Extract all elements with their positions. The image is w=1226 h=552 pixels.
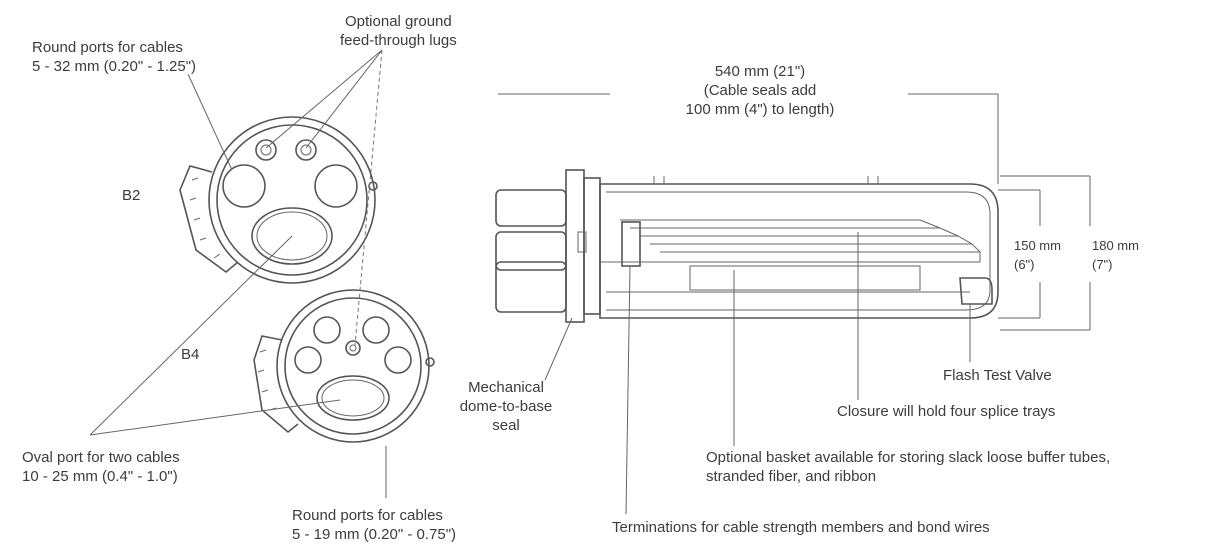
round-ports-b2-title: Round ports for cables xyxy=(32,39,183,56)
label-length: 540 mm (21") (Cable seals add 100 mm (4"… xyxy=(645,62,875,119)
b4-side-valve xyxy=(425,357,435,367)
b2-round-port-left xyxy=(222,164,266,208)
b4-port-1 xyxy=(313,316,341,344)
mech-seal-line3: seal xyxy=(492,417,520,434)
b4-port-4 xyxy=(384,346,412,374)
basket-line2: stranded fiber, and ribbon xyxy=(706,468,877,485)
dim-180-inch: (7") xyxy=(1092,257,1113,272)
b4-closure-end-view xyxy=(253,289,435,443)
leader-ground-lug-1 xyxy=(265,49,383,149)
b4-oval-port xyxy=(316,375,390,421)
b4-center-port xyxy=(345,340,361,356)
b4-port-3 xyxy=(294,346,322,374)
b2-ground-lug-right xyxy=(295,139,317,161)
b2-round-port-right xyxy=(314,164,358,208)
strength-member-termination xyxy=(621,221,641,267)
cable-seal-middle xyxy=(495,231,567,271)
ground-lugs-line2: feed-through lugs xyxy=(340,32,457,49)
leader-ground-lug-2 xyxy=(305,49,383,149)
dim-180-value: 180 mm xyxy=(1092,238,1139,253)
b2-ground-lug-left xyxy=(255,139,277,161)
b2-outer-ring xyxy=(208,116,376,284)
leader-oval-port-b2 xyxy=(89,235,293,436)
leader-oval-port-b4 xyxy=(89,399,341,436)
label-dim-150: 150 mm (6") xyxy=(1014,236,1061,274)
label-terminations: Terminations for cable strength members … xyxy=(612,519,990,536)
label-dim-180: 180 mm (7") xyxy=(1092,236,1139,274)
leader-ground-lug-b4-dashed xyxy=(354,49,383,346)
storage-basket xyxy=(689,265,921,291)
leader-terminations xyxy=(625,265,631,515)
label-round-ports-b4: Round ports for cables 5 - 19 mm (0.20" … xyxy=(292,506,456,544)
b2-side-valve xyxy=(368,181,378,191)
b4-port-2 xyxy=(362,316,390,344)
b2-inner-ring xyxy=(216,124,368,276)
label-flash-valve: Flash Test Valve xyxy=(943,367,1052,384)
ground-lugs-line1: Optional ground xyxy=(345,13,452,30)
splice-trays xyxy=(620,219,981,263)
label-basket: Optional basket available for storing sl… xyxy=(706,448,1110,486)
length-note-1: (Cable seals add xyxy=(703,82,817,99)
dim-150-value: 150 mm xyxy=(1014,238,1061,253)
label-b2: B2 xyxy=(122,187,141,204)
label-round-ports-b2: Round ports for cables 5 - 32 mm (0.20" … xyxy=(32,38,196,76)
closure-side-view xyxy=(495,169,999,323)
b4-inner-ring xyxy=(284,297,422,435)
b4-clamp xyxy=(253,335,299,434)
oval-port-title: Oval port for two cables xyxy=(22,449,180,466)
round-ports-b4-range: 5 - 19 mm (0.20" - 0.75") xyxy=(292,526,457,543)
mech-seal-line2: dome-to-base xyxy=(459,398,553,415)
label-mech-seal: Mechanical dome-to-base seal xyxy=(446,378,566,435)
b2-oval-port xyxy=(251,207,333,265)
length-value: 540 mm (21") xyxy=(714,63,806,80)
cable-seal-top xyxy=(495,189,567,227)
label-ground-lugs: Optional ground feed-through lugs xyxy=(340,12,457,50)
leader-mech-seal xyxy=(544,317,573,381)
flash-test-valve xyxy=(959,277,993,305)
round-ports-b2-range: 5 - 32 mm (0.20" - 1.25") xyxy=(32,58,197,75)
dome-body xyxy=(599,183,999,319)
oval-port-range: 10 - 25 mm (0.4" - 1.0") xyxy=(22,468,178,485)
leader-round-ports-b2 xyxy=(187,73,233,171)
b2-closure-end-view xyxy=(179,116,378,284)
b2-clamp xyxy=(179,165,239,274)
base-flange xyxy=(565,169,585,323)
label-oval-port: Oval port for two cables 10 - 25 mm (0.4… xyxy=(22,448,180,486)
length-note-2: 100 mm (4") to length) xyxy=(685,101,835,118)
label-splice-trays: Closure will hold four splice trays xyxy=(837,403,1056,420)
dim-150-inch: (6") xyxy=(1014,257,1035,272)
round-ports-b4-title: Round ports for cables xyxy=(292,507,443,524)
label-b4: B4 xyxy=(181,346,200,363)
mech-seal-line1: Mechanical xyxy=(468,379,544,396)
basket-line1: Optional basket available for storing sl… xyxy=(706,449,1111,466)
